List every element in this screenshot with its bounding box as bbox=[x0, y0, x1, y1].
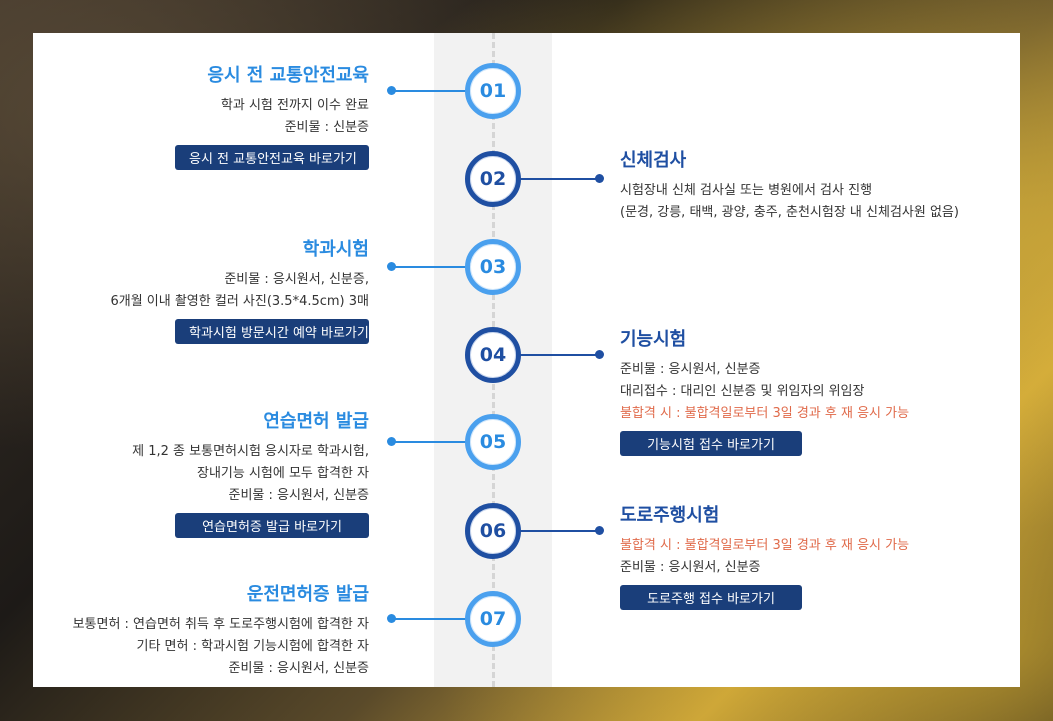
step-02-dot bbox=[595, 174, 604, 183]
step-02-line-2: (문경, 강릉, 태백, 광양, 충주, 춘천시험장 내 신체검사원 없음) bbox=[620, 205, 959, 220]
step-01-connector bbox=[392, 90, 466, 92]
step-04-link-button[interactable]: 기능시험 접수 바로가기 bbox=[620, 431, 802, 456]
step-01-line-1: 학과 시험 전까지 이수 완료 bbox=[220, 98, 369, 113]
step-04-line-1: 준비물 : 응시원서, 신분증 bbox=[620, 362, 761, 377]
step-03-link-button[interactable]: 학과시험 방문시간 예약 바로가기 bbox=[175, 319, 369, 344]
step-03-circle: 03 bbox=[465, 239, 521, 295]
step-06-link-button[interactable]: 도로주행 접수 바로가기 bbox=[620, 585, 802, 610]
step-01-circle: 01 bbox=[465, 63, 521, 119]
step-04-warning: 불합격 시 : 불합격일로부터 3일 경과 후 재 응시 가능 bbox=[620, 406, 910, 421]
step-04-content: 기능시험 준비물 : 응시원서, 신분증 대리접수 : 대리인 신분증 및 위임… bbox=[620, 325, 909, 456]
step-05-circle: 05 bbox=[465, 414, 521, 470]
step-05-line-1: 제 1,2 종 보통면허시험 응시자로 학과시험, bbox=[132, 444, 369, 459]
step-06-circle: 06 bbox=[465, 503, 521, 559]
step-05-line-3: 준비물 : 응시원서, 신분증 bbox=[228, 488, 369, 503]
step-06-title: 도로주행시험 bbox=[620, 505, 720, 526]
step-02-circle: 02 bbox=[465, 151, 521, 207]
license-process-panel: 01 응시 전 교통안전교육 학과 시험 전까지 이수 완료 준비물 : 신분증… bbox=[33, 33, 1020, 687]
step-04-connector bbox=[520, 354, 600, 356]
step-01-dot bbox=[387, 86, 396, 95]
step-06-connector bbox=[520, 530, 600, 532]
step-05-line-2: 장내기능 시험에 모두 합격한 자 bbox=[196, 466, 369, 481]
step-07-line-2: 기타 면허 : 학과시험 기능시험에 합격한 자 bbox=[136, 639, 370, 654]
step-01-line-2: 준비물 : 신분증 bbox=[284, 120, 369, 135]
step-01-title: 응시 전 교통안전교육 bbox=[207, 65, 369, 86]
step-02-content: 신체검사 시험장내 신체 검사실 또는 병원에서 검사 진행 (문경, 강릉, … bbox=[620, 146, 959, 224]
step-06-warning: 불합격 시 : 불합격일로부터 3일 경과 후 재 응시 가능 bbox=[620, 538, 910, 553]
step-02-line-1: 시험장내 신체 검사실 또는 병원에서 검사 진행 bbox=[620, 183, 873, 198]
step-07-line-3: 준비물 : 응시원서, 신분증 bbox=[228, 661, 369, 676]
step-06-content: 도로주행시험 불합격 시 : 불합격일로부터 3일 경과 후 재 응시 가능 준… bbox=[620, 501, 909, 610]
step-06-dot bbox=[595, 526, 604, 535]
step-02-title: 신체검사 bbox=[620, 150, 687, 171]
step-04-line-2: 대리접수 : 대리인 신분증 및 위임자의 위임장 bbox=[620, 384, 865, 399]
step-07-title: 운전면허증 발급 bbox=[246, 584, 369, 605]
step-07-dot bbox=[387, 614, 396, 623]
step-04-dot bbox=[595, 350, 604, 359]
step-06-line-1: 준비물 : 응시원서, 신분증 bbox=[620, 560, 761, 575]
step-03-title: 학과시험 bbox=[302, 239, 369, 260]
step-02-connector bbox=[520, 178, 600, 180]
step-03-connector bbox=[392, 266, 466, 268]
step-03-line-2: 6개월 이내 촬영한 컬러 사진(3.5*4.5cm) 3매 bbox=[110, 294, 369, 309]
step-04-title: 기능시험 bbox=[620, 329, 687, 350]
step-01-link-button[interactable]: 응시 전 교통안전교육 바로가기 bbox=[175, 145, 369, 170]
step-03-line-1: 준비물 : 응시원서, 신분증, bbox=[224, 272, 369, 287]
step-01-content: 응시 전 교통안전교육 학과 시험 전까지 이수 완료 준비물 : 신분증 응시… bbox=[175, 61, 369, 170]
step-03-dot bbox=[387, 262, 396, 271]
step-07-circle: 07 bbox=[465, 591, 521, 647]
step-07-content: 운전면허증 발급 보통면허 : 연습면허 취득 후 도로주행시험에 합격한 자 … bbox=[73, 580, 369, 680]
step-05-connector bbox=[392, 441, 466, 443]
step-03-content: 학과시험 준비물 : 응시원서, 신분증, 6개월 이내 촬영한 컬러 사진(3… bbox=[110, 235, 369, 344]
step-05-link-button[interactable]: 연습면허증 발급 바로가기 bbox=[175, 513, 369, 538]
step-07-line-1: 보통면허 : 연습면허 취득 후 도로주행시험에 합격한 자 bbox=[72, 617, 369, 632]
step-04-circle: 04 bbox=[465, 327, 521, 383]
step-05-content: 연습면허 발급 제 1,2 종 보통면허시험 응시자로 학과시험, 장내기능 시… bbox=[132, 407, 369, 538]
step-07-connector bbox=[392, 618, 466, 620]
step-05-title: 연습면허 발급 bbox=[263, 411, 369, 432]
step-05-dot bbox=[387, 437, 396, 446]
